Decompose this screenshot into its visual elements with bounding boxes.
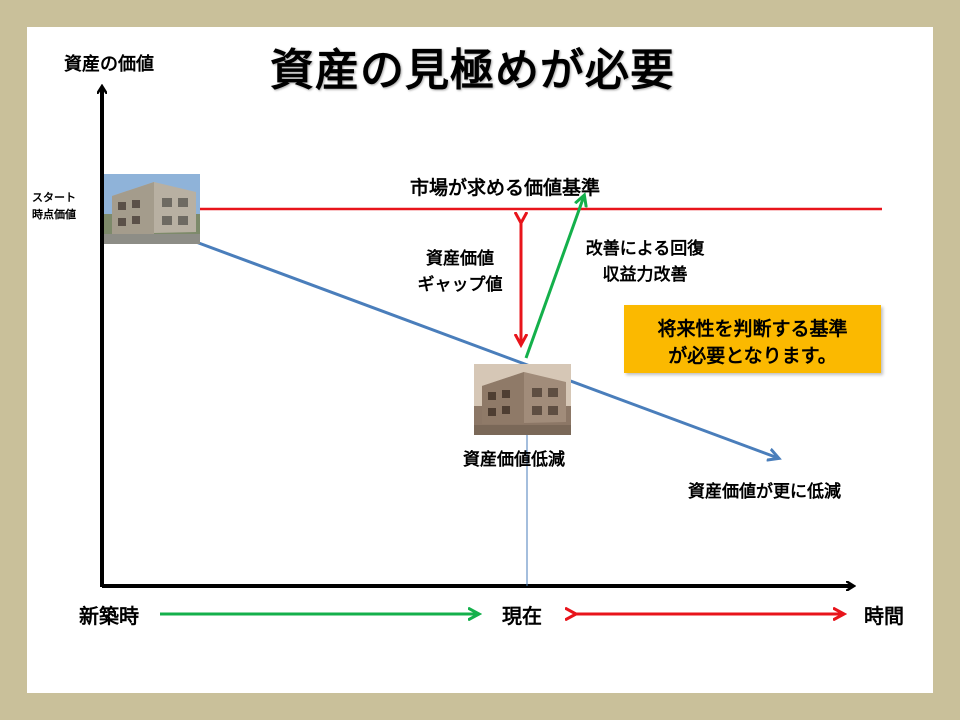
recovery-label-line2: 収益力改善 [602,265,688,285]
note-line1: 将来性を判断する基準 [657,318,848,340]
asset-value-line [195,240,778,458]
gap-label: 資産価値 ギャップ値 [405,246,515,298]
x-label-new-build: 新築時 [79,604,139,628]
start-label-line2: 時点価値 [32,208,76,221]
market-standard-label: 市場が求める価値基準 [410,177,601,199]
gap-label-line2: ギャップ値 [417,275,503,295]
building-photo-start [104,174,200,244]
y-axis-label: 資産の価値 [64,54,154,75]
decline-label: 資産価値低減 [463,450,565,470]
start-label-line1: スタート [32,191,76,204]
recovery-arrow [524,196,584,359]
x-label-present: 現在 [502,604,542,628]
recovery-label: 改善による回復 収益力改善 [570,236,720,288]
start-value-label: スタート 時点価値 [32,189,76,223]
further-decline-label: 資産価値が更に低減 [688,482,841,502]
gap-label-line1: 資産価値 [426,249,494,269]
page-title: 資産の見極めが必要 [270,45,675,96]
building-photo-present [474,364,571,435]
recovery-label-line1: 改善による回復 [585,239,705,259]
x-label-time: 時間 [864,604,904,628]
note-line2: が必要となります。 [668,345,837,367]
note-box: 将来性を判断する基準 が必要となります。 [624,305,881,373]
